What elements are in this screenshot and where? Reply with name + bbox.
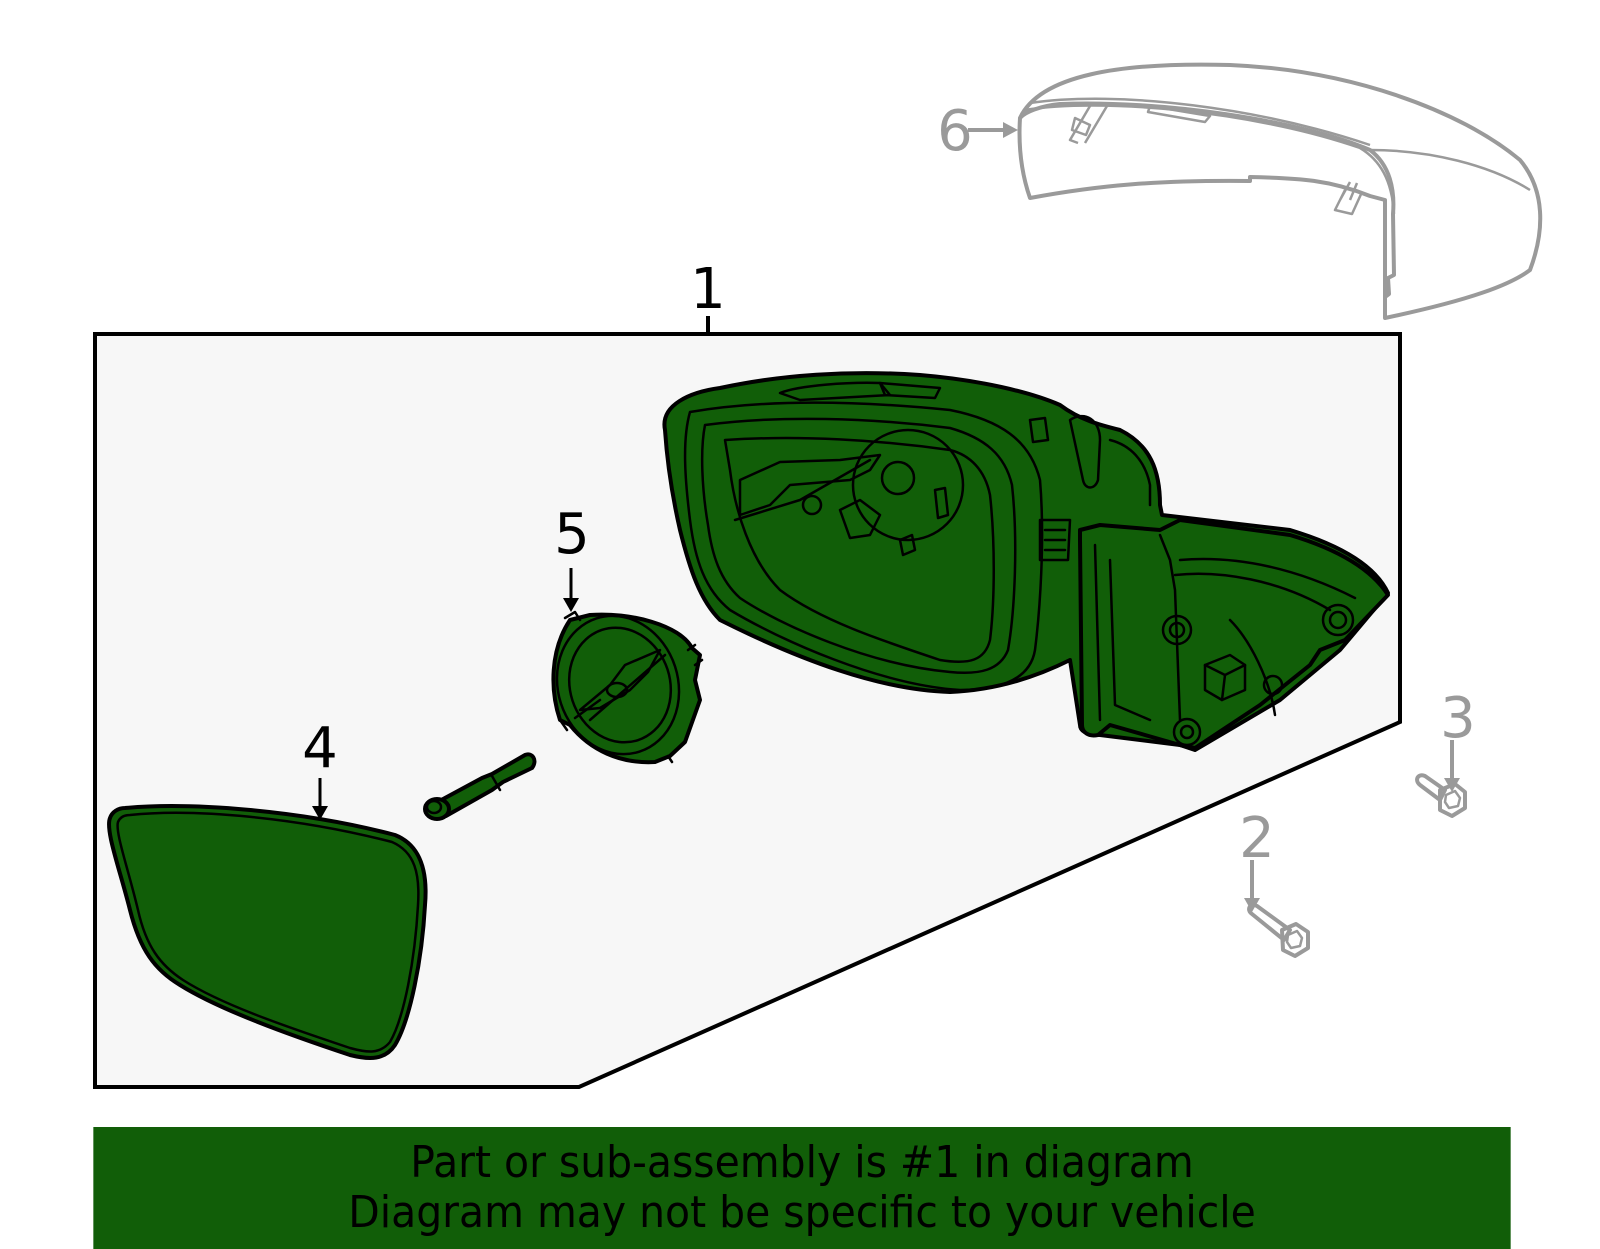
- banner-line-1: Part or sub-assembly is #1 in diagram: [410, 1137, 1194, 1188]
- callout-2[interactable]: 2: [1239, 806, 1275, 871]
- callout-4-leader: [312, 778, 328, 820]
- mirror-glass-part[interactable]: [107, 804, 428, 1060]
- mirror-actuator-part[interactable]: [539, 600, 704, 770]
- info-banner: Part or sub-assembly is #1 in diagram Di…: [93, 1127, 1511, 1249]
- callout-5-leader: [563, 568, 579, 612]
- bolt-3-part[interactable]: [1415, 773, 1467, 818]
- mirror-mount-bracket: [1078, 518, 1390, 750]
- callout-3[interactable]: 3: [1440, 686, 1476, 751]
- pivot-pin-part: [423, 752, 537, 821]
- bolt-2-part[interactable]: [1247, 903, 1310, 958]
- callout-6[interactable]: 6: [937, 99, 973, 164]
- callout-4[interactable]: 4: [302, 716, 338, 781]
- banner-line-2: Diagram may not be specific to your vehi…: [348, 1187, 1256, 1238]
- callout-5[interactable]: 5: [554, 502, 590, 567]
- callout-1[interactable]: 1: [690, 257, 726, 322]
- callout-6-leader: [968, 122, 1018, 138]
- mirror-cover-part[interactable]: [1017, 62, 1543, 320]
